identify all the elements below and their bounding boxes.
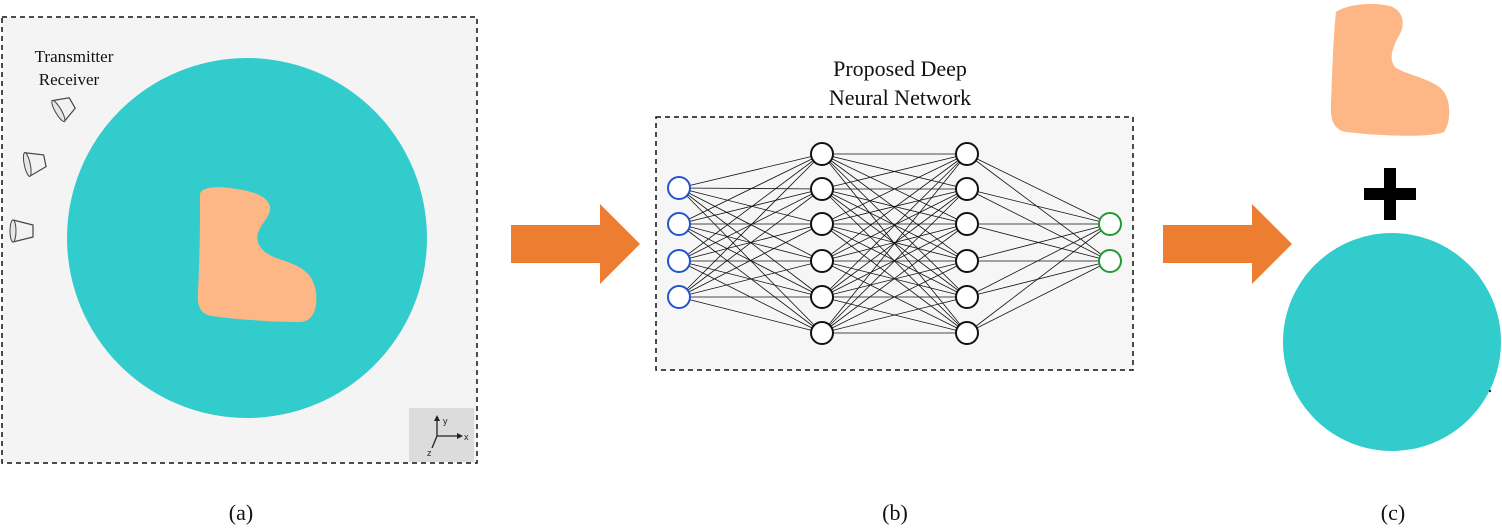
network-connection	[821, 188, 968, 225]
network-connection	[966, 153, 1111, 225]
scatterer-object	[197, 187, 317, 322]
network-connection	[966, 223, 1111, 334]
output-neuron	[1098, 212, 1122, 236]
network-connection	[821, 188, 968, 334]
network-connection	[678, 153, 823, 262]
network-title: Proposed Deep Neural Network	[780, 54, 1020, 112]
axis-inset: y x z	[409, 408, 474, 462]
network-title-line-1: Proposed Deep	[833, 56, 967, 81]
axis-label-z: z	[427, 448, 432, 458]
flow-arrow-2	[1163, 204, 1292, 284]
input-neuron	[667, 249, 691, 273]
network-neurons	[667, 142, 1122, 345]
network-connection	[966, 223, 1111, 262]
network-connection	[821, 153, 968, 190]
panel-b	[655, 116, 1134, 371]
hidden-neuron	[955, 212, 979, 236]
network-connection	[678, 188, 823, 225]
antenna-icon	[22, 152, 47, 178]
network-connection	[678, 223, 823, 334]
hidden-neuron	[810, 249, 834, 273]
network-connection	[821, 153, 968, 225]
network-connection	[821, 260, 968, 334]
hidden-neuron	[955, 177, 979, 201]
antenna-icon	[51, 97, 76, 123]
axis-label-x: x	[464, 432, 469, 442]
network-title-line-2: Neural Network	[828, 85, 972, 110]
hidden-neuron	[810, 212, 834, 236]
antenna-icon	[9, 219, 34, 243]
input-neuron	[667, 285, 691, 309]
network-connection	[678, 153, 823, 225]
plus-sign-horizontal	[1364, 188, 1416, 200]
network-connection	[678, 260, 823, 298]
caption-a: (a)	[228, 500, 254, 525]
axis-label-y: y	[443, 416, 448, 426]
hidden-neuron	[810, 321, 834, 345]
reconstructed-domain	[1283, 233, 1501, 451]
reconstructed-object	[1330, 4, 1450, 136]
input-neuron	[667, 212, 691, 236]
panel-a: y x z	[1, 16, 478, 464]
network-connection	[678, 296, 823, 334]
stray-dot	[1488, 389, 1492, 393]
flow-arrow-1	[511, 204, 640, 284]
network-connection	[678, 187, 823, 262]
input-neuron	[667, 176, 691, 200]
hidden-neuron	[810, 177, 834, 201]
network-connection	[821, 223, 968, 262]
network-connection	[678, 153, 823, 298]
network-connection	[678, 188, 823, 298]
network-connection	[821, 223, 968, 334]
network-connection	[678, 223, 823, 298]
hidden-neuron	[810, 142, 834, 166]
hidden-neuron	[955, 249, 979, 273]
network-connection	[821, 153, 968, 262]
hidden-neuron	[810, 285, 834, 309]
hidden-neuron	[955, 285, 979, 309]
network-connection	[966, 188, 1111, 225]
antenna-label-transmitter: Transmitter	[34, 47, 114, 66]
panel-c	[1283, 4, 1501, 451]
caption-c: (c)	[1380, 500, 1406, 525]
output-neuron	[1098, 249, 1122, 273]
network-connection	[821, 153, 968, 334]
network-connection	[821, 153, 968, 298]
network-connection	[966, 223, 1111, 298]
network-connections	[678, 153, 1111, 334]
network-connection	[678, 153, 823, 189]
hidden-neuron	[955, 142, 979, 166]
network-connection	[966, 260, 1111, 334]
antenna-label-receiver: Receiver	[38, 70, 100, 89]
caption-b: (b)	[882, 500, 908, 525]
hidden-neuron	[955, 321, 979, 345]
network-connection	[821, 296, 968, 334]
network-connection	[966, 153, 1111, 262]
network-connection	[678, 187, 823, 190]
network-connection	[966, 188, 1111, 262]
network-connection	[678, 187, 823, 225]
